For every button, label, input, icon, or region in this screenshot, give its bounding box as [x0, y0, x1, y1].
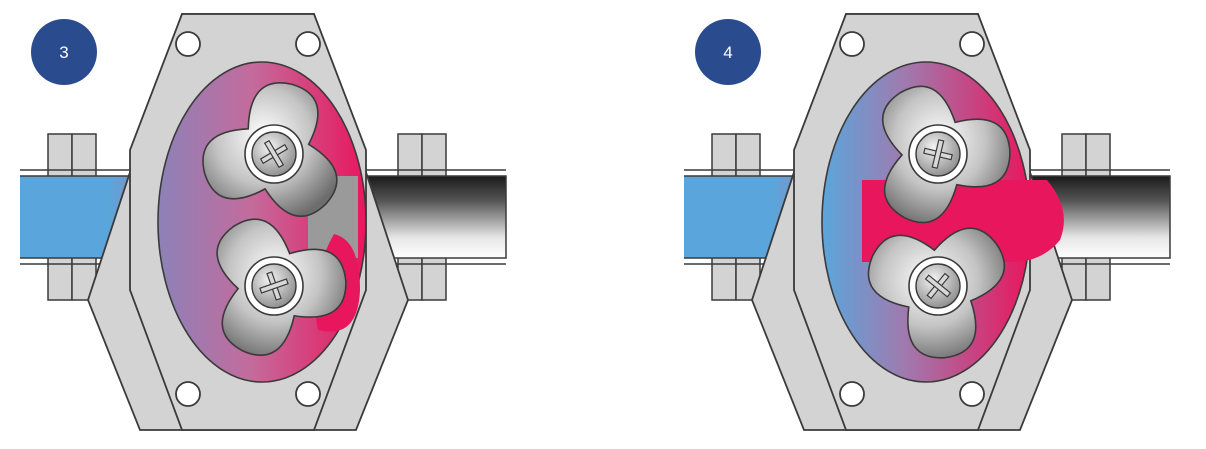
mount-hole [295, 381, 321, 407]
step-badge-circle [31, 19, 97, 85]
pump-panel-1: 3 [20, 13, 507, 431]
screw-cross [259, 271, 289, 301]
mount-hole [295, 31, 321, 57]
step-number: 3 [59, 43, 68, 62]
rotor-lower [867, 227, 1006, 359]
rotor-upper [881, 85, 1011, 224]
screw-cross [923, 139, 953, 169]
mount-hole [959, 31, 985, 57]
mount-hole [839, 381, 865, 407]
mount-hole [839, 31, 865, 57]
rotor-lower [216, 218, 347, 356]
screw-cross [259, 139, 289, 169]
step-badge-circle [695, 19, 761, 85]
pump-panel-2: 4 [684, 13, 1171, 431]
mount-hole [959, 381, 985, 407]
screw-cross [924, 272, 952, 300]
rotor-upper [202, 82, 338, 218]
step-badge: 3 [31, 19, 97, 85]
mount-hole [175, 381, 201, 407]
step-number: 4 [723, 43, 732, 62]
mount-hole [175, 31, 201, 57]
step-badge: 4 [695, 19, 761, 85]
